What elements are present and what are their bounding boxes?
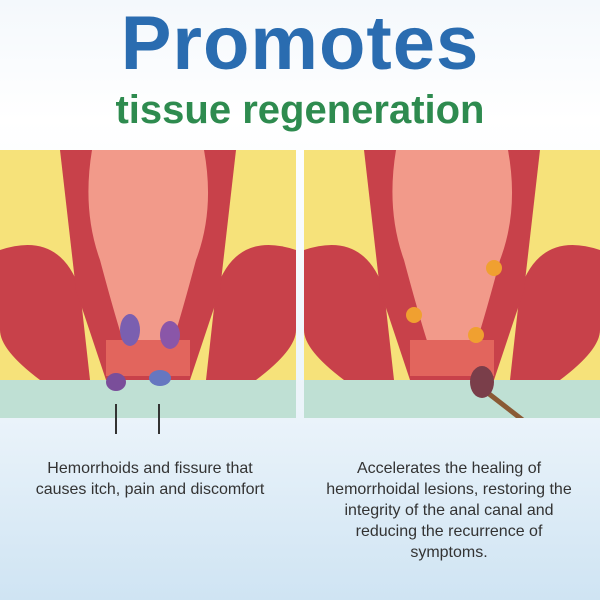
headline-subtitle: tissue regeneration [115, 88, 485, 132]
pointer-line [158, 404, 160, 434]
pointer-line [115, 404, 117, 434]
after-illustration [304, 150, 600, 418]
anal-canal-healed-image [304, 150, 600, 418]
after-caption: Accelerates the healing of hemorrhoidal … [326, 460, 572, 561]
headline-title: Promotes [120, 1, 480, 86]
before-caption: Hemorrhoids and fissure that causes itch… [35, 460, 265, 498]
before-illustration [0, 150, 296, 418]
anal-canal-hemorrhoids-image [0, 150, 296, 418]
